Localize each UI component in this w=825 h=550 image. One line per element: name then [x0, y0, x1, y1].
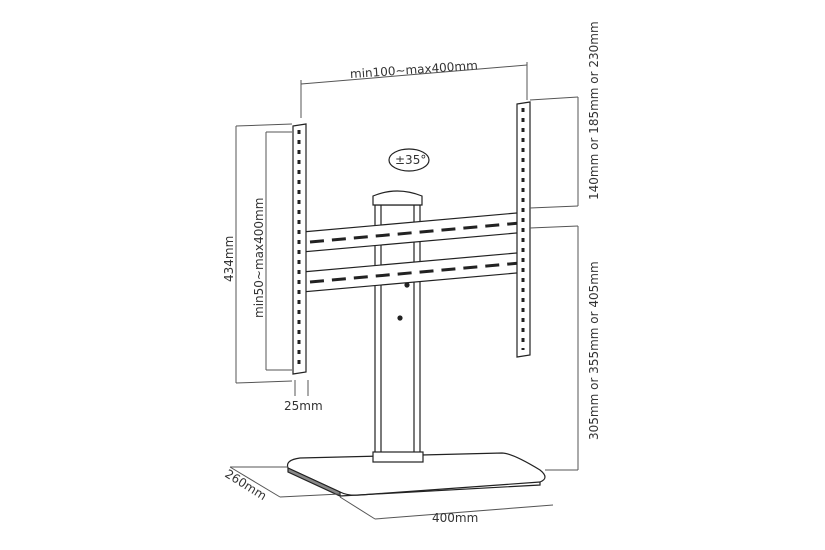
height-options-label: 305mm or 355mm or 405mm: [587, 261, 601, 440]
bracket-depth-label: 25mm: [284, 399, 323, 413]
base-plate: [286, 452, 546, 497]
base-depth-label: 260mm: [222, 467, 269, 503]
right-upright: [516, 101, 531, 358]
vesa-height-label: min50~max400mm: [252, 198, 266, 318]
swivel-label: ±35°: [395, 153, 426, 167]
left-upright: [292, 123, 307, 375]
bracket-height-label: 434mm: [222, 236, 236, 282]
column: [372, 190, 424, 463]
vesa-width-label: min100~max400mm: [350, 58, 479, 81]
top-offset-label: 140mm or 185mm or 230mm: [587, 21, 601, 200]
base-width-label: 400mm: [432, 511, 478, 525]
